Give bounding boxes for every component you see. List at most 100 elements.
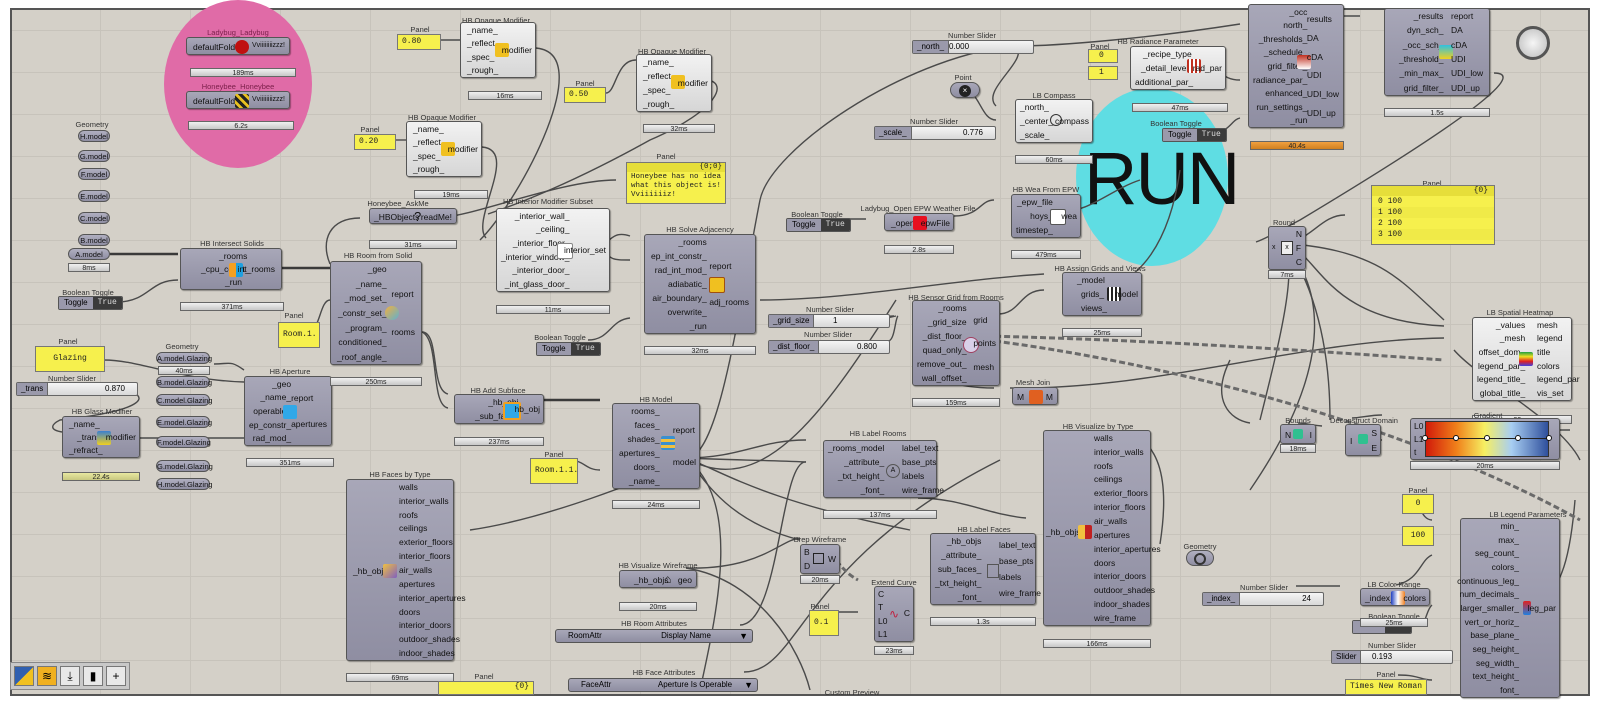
dropdown-arrow-icon[interactable]: ▼ — [744, 680, 753, 690]
input-additional-par[interactable]: additional_par_ — [1135, 77, 1194, 87]
input-larger-smaller[interactable]: larger_smaller_ — [1460, 602, 1519, 613]
input-hb-objs[interactable]: _hb_objs — [1046, 527, 1081, 537]
input-geo[interactable]: _geo — [367, 264, 387, 275]
input-center[interactable]: _center_ — [1020, 116, 1054, 126]
input-dyn-sch[interactable]: dyn_sch_ — [1407, 25, 1444, 36]
input-operable[interactable]: operable_ — [253, 405, 292, 416]
input-seg-count[interactable]: seg_count_ — [1475, 548, 1519, 559]
input-reflect[interactable]: _reflect — [467, 38, 495, 49]
input-attribute[interactable]: _attribute_ — [941, 550, 982, 560]
input-values[interactable]: _values — [1495, 319, 1526, 330]
input-rooms[interactable]: _rooms — [219, 250, 248, 261]
output-rooms[interactable]: rooms — [391, 326, 415, 337]
input-hb-objs[interactable]: _hb_objs — [353, 566, 388, 576]
output-compass[interactable]: compass — [1054, 116, 1089, 126]
output-n[interactable]: N — [1295, 229, 1302, 239]
panel-message[interactable]: {0;0} Honeybee has no idea what this obj… — [626, 162, 726, 204]
input-d[interactable]: D — [804, 561, 811, 571]
output-hb-obj[interactable]: hb_obj — [514, 404, 540, 414]
input-epw-file[interactable]: _epw_file — [1016, 197, 1053, 207]
output-wire-frame[interactable]: wire_frame — [902, 485, 945, 495]
askme-component[interactable]: _HBObjects ? readMe! — [369, 208, 457, 224]
output-udi-low[interactable]: UDI_low — [1306, 89, 1339, 100]
interior-modifier-subset-component[interactable]: _interior_wall__ceiling__interior_floor_… — [496, 208, 610, 292]
output-f[interactable]: F — [1295, 243, 1302, 253]
input-rad-mod[interactable]: rad_mod_ — [252, 433, 292, 444]
input-cpu[interactable]: _cpu_count_ — [201, 263, 250, 274]
input-name[interactable]: _name_ — [413, 123, 444, 134]
input-dist-floor[interactable]: _dist_floor_ — [922, 331, 967, 341]
input-thresholds[interactable]: _thresholds_ — [1258, 33, 1308, 44]
output-s[interactable]: S — [1371, 427, 1377, 438]
mesh-join-component[interactable]: M M — [1012, 387, 1058, 405]
output-apertures[interactable]: apertures — [291, 419, 327, 429]
toggle-value[interactable]: True — [92, 297, 122, 309]
geometry-param[interactable]: B.model — [78, 234, 110, 246]
panel-080[interactable]: 0.80 — [397, 34, 441, 50]
input-interior-window[interactable]: _interior_window_ — [501, 251, 570, 262]
input-ep-int-constr[interactable]: ep_int_constr_ — [651, 251, 707, 261]
input-n[interactable]: N — [1285, 430, 1292, 440]
input-int-glass-door[interactable]: _int_glass_door_ — [504, 279, 570, 290]
output-outdoor-shades[interactable]: outdoor_shades — [1094, 585, 1155, 596]
geometry-glazing-param[interactable]: H.model.Glazing — [156, 478, 213, 490]
input-rooms-model[interactable]: _rooms_model — [828, 443, 885, 453]
input-radiance-par[interactable]: radiance_par_ — [1253, 74, 1308, 85]
input-timestep[interactable]: timestep_ — [1016, 225, 1053, 235]
output-base-pts[interactable]: base_pts — [999, 556, 1034, 566]
input-spec[interactable]: _spec_ — [643, 85, 671, 95]
input-refract[interactable]: _refract_ — [69, 445, 103, 456]
number-slider[interactable]: Slider 0.193 — [1331, 650, 1453, 664]
geometry-glazing-param[interactable]: E.model.Glazing — [156, 416, 213, 428]
slider-value[interactable]: 1 — [833, 316, 838, 325]
gradient-handle[interactable] — [1453, 435, 1459, 441]
panel-0[interactable]: 0 — [1088, 49, 1118, 63]
input-font[interactable]: _font_ — [957, 592, 982, 602]
output-modifier[interactable]: modifier — [105, 432, 136, 442]
geometry-param[interactable]: F.model — [78, 168, 110, 180]
input-l0[interactable]: L0 — [1414, 420, 1424, 431]
input-program[interactable]: _program_ — [345, 322, 387, 333]
navigation-wheel-icon[interactable] — [1516, 26, 1550, 60]
input-i[interactable]: I — [1350, 436, 1353, 446]
panel-020[interactable]: 0.20 — [354, 134, 396, 150]
gradient-handle[interactable] — [1515, 435, 1521, 441]
input-rad-int-mod[interactable]: rad_int_mod_ — [654, 265, 707, 275]
input-run[interactable]: _run — [1290, 115, 1308, 126]
output-wire-frame[interactable]: wire_frame — [999, 588, 1042, 598]
input-txt-height[interactable]: _txt_height_ — [837, 471, 885, 481]
panel-room11[interactable]: Room.1.1. — [530, 458, 578, 484]
opaque-modifier-component[interactable]: _name__reflect_spec__rough_ modifier — [406, 121, 482, 177]
gradient-handle[interactable] — [1546, 435, 1552, 441]
output-udi-up[interactable]: UDI_up — [1451, 82, 1480, 93]
input-name[interactable]: _name_ — [260, 392, 292, 403]
output-vis-set[interactable]: vis_set — [1537, 388, 1564, 399]
download-icon[interactable]: ⤓ — [60, 666, 80, 686]
output-rad-par[interactable]: rad_par — [1192, 63, 1222, 73]
input-north[interactable]: _north_ — [1020, 102, 1049, 112]
output-cda[interactable]: cDA — [1306, 51, 1323, 62]
input-hb-objs[interactable]: _hb_objs — [634, 575, 669, 585]
output-apertures[interactable]: apertures — [399, 578, 435, 589]
input-views[interactable]: views_ — [1081, 303, 1107, 313]
input-run[interactable]: _run — [689, 321, 707, 331]
input-seg-height[interactable]: seg_height_ — [1472, 644, 1519, 655]
input-overwrite[interactable]: overwrite_ — [667, 307, 707, 317]
glass-modifier-component[interactable]: _name__trans_refract_ modifier — [62, 416, 140, 458]
output-roofs[interactable]: roofs — [399, 509, 418, 520]
input-rooms[interactable]: rooms_ — [631, 406, 660, 416]
input-l1[interactable]: L1 — [1414, 433, 1424, 444]
ladybug-component[interactable]: defaultFolder_ Vviiiiiiiizzz! — [186, 37, 290, 55]
ladybug-input[interactable]: defaultFolder_ — [193, 42, 248, 52]
input-spec[interactable]: _spec_ — [467, 51, 495, 62]
opaque-modifier-component[interactable]: _name__reflect_spec__rough_ modifier — [636, 54, 712, 112]
python-icon[interactable] — [14, 666, 34, 686]
radiance-parameter-component[interactable]: _recipe_type_detail_level_additional_par… — [1130, 46, 1226, 90]
face-attributes-dropdown[interactable]: FaceAttr Aperture Is Operable ▼ — [568, 678, 758, 692]
panel-bottom[interactable]: {0} — [438, 681, 534, 695]
output-ceilings[interactable]: ceilings — [399, 523, 428, 534]
faces-by-type-component[interactable]: _hb_objs walls interior_walls roofs ceil… — [346, 479, 466, 661]
